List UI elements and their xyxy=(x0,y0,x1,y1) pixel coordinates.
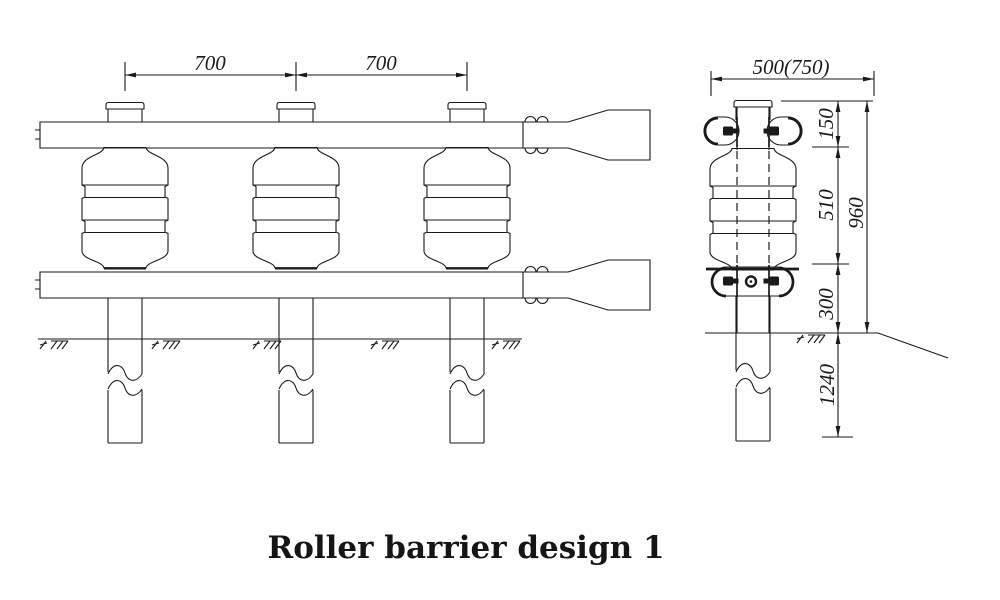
post-spacing-dimensions: 700 700 xyxy=(124,51,468,91)
post-cap xyxy=(447,101,487,123)
post-cap xyxy=(105,101,145,123)
side-view-dimensions: 500(750) 150 510 300 1240 960 xyxy=(710,55,875,438)
slope-line xyxy=(877,332,949,359)
ground-hatch xyxy=(370,340,400,350)
post-cap xyxy=(276,101,316,123)
post-cap xyxy=(733,99,773,121)
bolt-hole-icon xyxy=(744,275,758,288)
dim-width-label: 500(750) xyxy=(753,55,830,79)
roller-barrel xyxy=(80,146,170,270)
support-post xyxy=(278,297,314,444)
roller-barrel xyxy=(251,146,341,270)
ground-hatch xyxy=(491,340,521,350)
dim-rail-to-ground-label: 300 xyxy=(814,288,838,321)
ground-hatch xyxy=(39,340,69,350)
dim-total-height-label: 960 xyxy=(844,197,868,229)
lower-rail-bracket xyxy=(706,266,799,298)
side-post-buried xyxy=(735,295,771,442)
ground-hatch xyxy=(151,340,181,350)
bolt-icon xyxy=(763,126,779,136)
upper-guardrail xyxy=(34,109,651,161)
roller-barrel xyxy=(422,146,512,270)
side-roller-barrel xyxy=(708,147,798,271)
support-post xyxy=(449,297,485,444)
front-view-drawing xyxy=(34,101,651,444)
drawing-title: Roller barrier design 1 xyxy=(267,530,664,566)
support-post xyxy=(107,297,143,444)
dim-cap-to-rail-label: 150 xyxy=(814,108,838,140)
side-post-hidden-lines xyxy=(736,151,770,265)
dim-post-spacing-2-label: 700 xyxy=(365,51,397,75)
dim-post-spacing-1-label: 700 xyxy=(194,51,226,75)
upper-rail-bracket xyxy=(703,116,803,146)
side-view-drawing xyxy=(703,99,949,442)
ground-hatch xyxy=(796,334,826,344)
dim-embedment-depth-label: 1240 xyxy=(815,364,839,407)
ground-hatch xyxy=(252,340,282,350)
bolt-icon xyxy=(763,276,779,286)
dim-roller-height-label: 510 xyxy=(814,189,838,221)
